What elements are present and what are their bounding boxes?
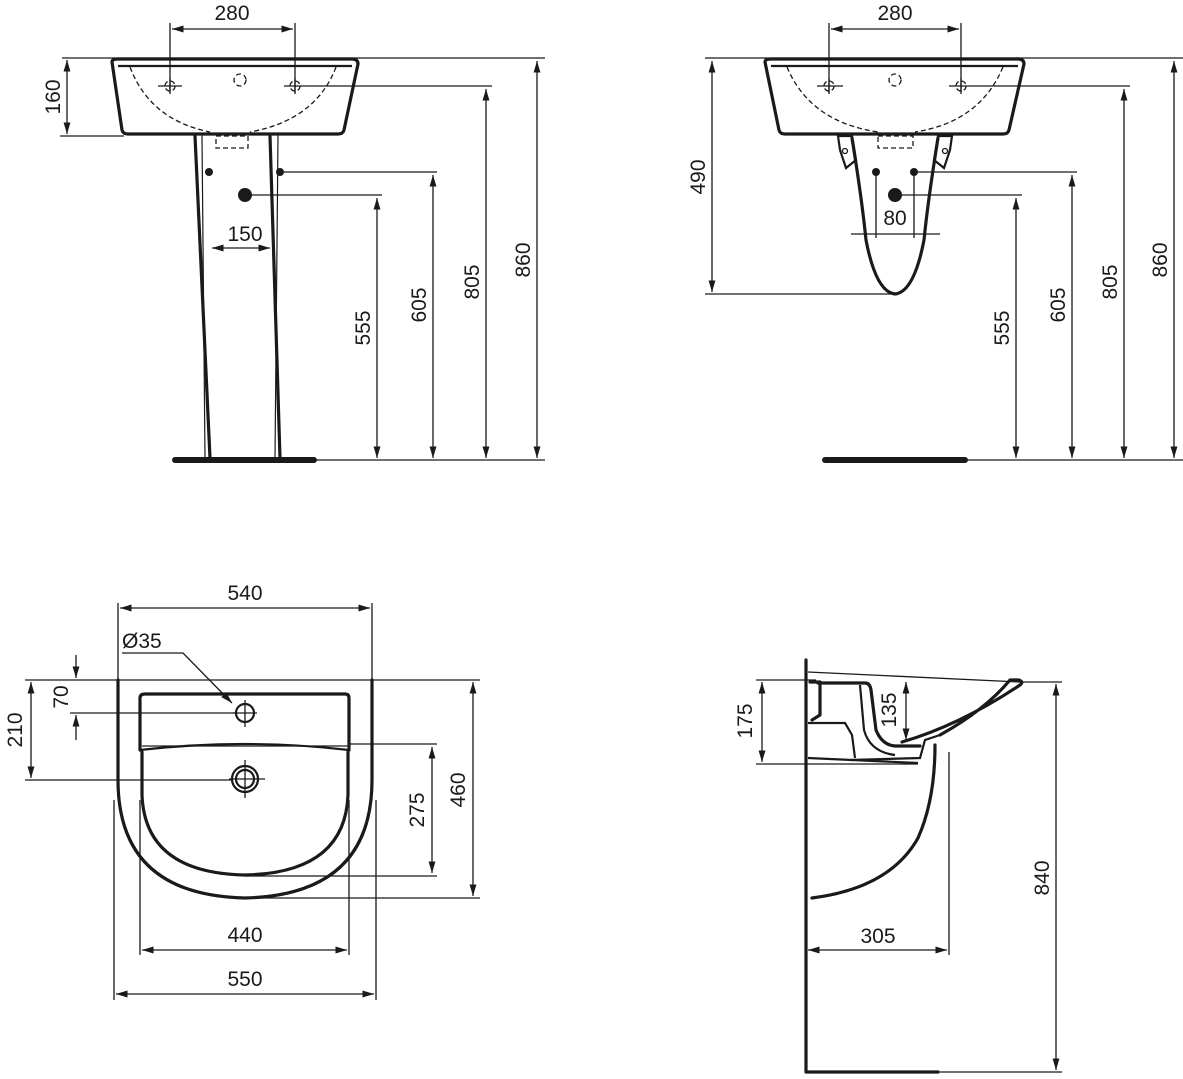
- dim-overall-depth: 460: [447, 772, 470, 807]
- dim-tap-spacing-2: 280: [877, 2, 912, 25]
- front-semipedestal-view: 280 80 490 55: [687, 2, 1183, 463]
- dim-supply-height-2: 605: [1047, 287, 1070, 322]
- dim-tap-hole-offset: 70: [50, 685, 73, 708]
- dim-side-basin-height: 175: [734, 703, 757, 738]
- dim-supply-height: 605: [408, 287, 431, 322]
- dim-bowl-depth: 275: [406, 792, 429, 827]
- dim-semipedestal-height: 490: [687, 159, 710, 194]
- dim-rim-height-2: 860: [1149, 242, 1172, 277]
- dim-side-bowl-depth: 135: [878, 692, 901, 727]
- dim-supply-spacing: 80: [883, 207, 906, 230]
- dim-side-rim-height: 840: [1031, 860, 1054, 895]
- top-view: 540 Ø35 70 210 275: [4, 582, 480, 1000]
- dim-tap-height: 805: [461, 264, 484, 299]
- side-view: 175 135 305 840: [734, 658, 1062, 1074]
- dim-tap-spacing: 280: [214, 2, 249, 25]
- dim-projection: 305: [860, 925, 895, 948]
- dim-tap-height-2: 805: [1099, 264, 1122, 299]
- front-pedestal-view: 280 160 150: [42, 2, 545, 463]
- dim-rim-height: 860: [512, 242, 535, 277]
- dim-outer-width-top: 540: [227, 582, 262, 605]
- dim-bowl-width: 440: [227, 924, 262, 947]
- dim-waste-height: 555: [352, 310, 375, 345]
- dim-drain-offset: 210: [4, 712, 27, 747]
- dim-waste-height-2: 555: [991, 310, 1014, 345]
- dim-tap-hole-diameter: Ø35: [122, 630, 162, 653]
- dim-overall-width: 550: [227, 968, 262, 991]
- dim-pedestal-width: 150: [227, 223, 262, 246]
- dim-basin-height: 160: [42, 79, 65, 114]
